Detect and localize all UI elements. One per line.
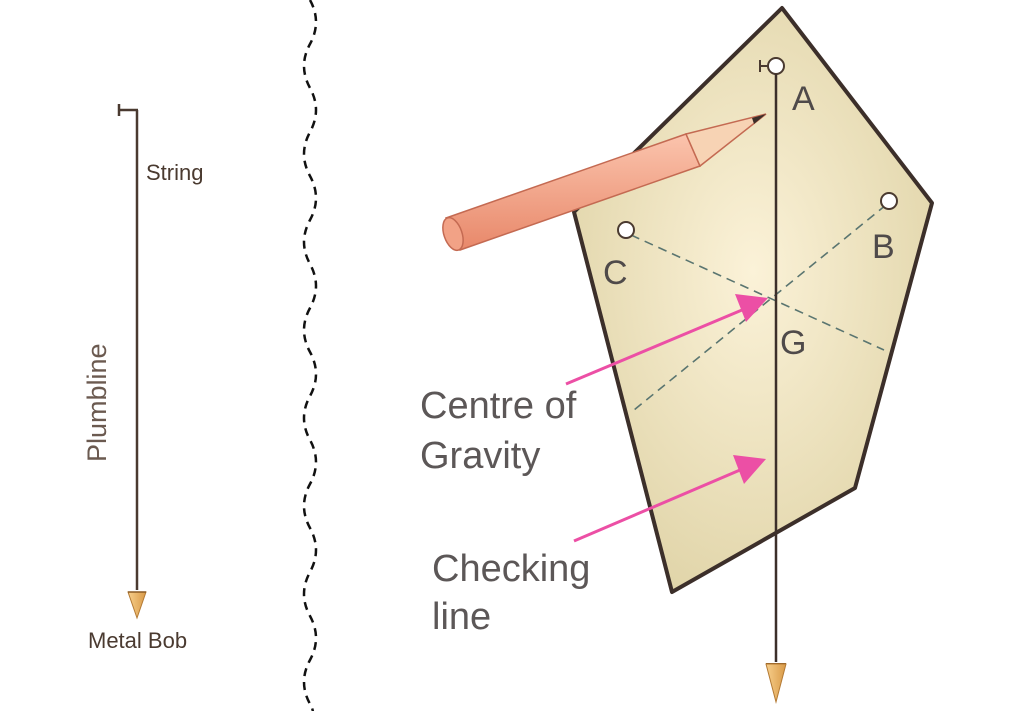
dashed-line-b [633,204,887,411]
pencil-icon [442,113,767,252]
metal-bob-label: Metal Bob [88,628,187,653]
hole-b [880,192,898,210]
checking-line-arrow [573,455,766,543]
dashed-line-c [630,234,885,351]
pencil-lead [752,114,766,124]
wavy-divider [302,0,318,711]
centre-of-gravity-label-line2: Gravity [420,435,540,477]
checking-line-label-line2: line [432,596,491,638]
hole-c [617,221,635,239]
point-g-label: G [780,324,806,362]
checking-line-label-line1: Checking [432,548,590,590]
point-a-label: A [792,80,815,118]
hole-a [767,57,785,75]
checking-bob-icon [765,663,787,704]
string-label: String [146,160,203,185]
point-c-label: C [603,254,628,292]
pencil-end [442,216,464,252]
plumbline-label: Plumbline [82,343,112,462]
centre-of-gravity-label-line1: Centre of [420,385,577,427]
metal-bob-icon [127,591,147,620]
point-b-label: B [872,228,895,266]
centre-of-gravity-arrow [565,294,768,386]
plumbline-figure: String Plumbline Metal Bob [82,104,203,653]
pencil-tip [684,113,767,168]
